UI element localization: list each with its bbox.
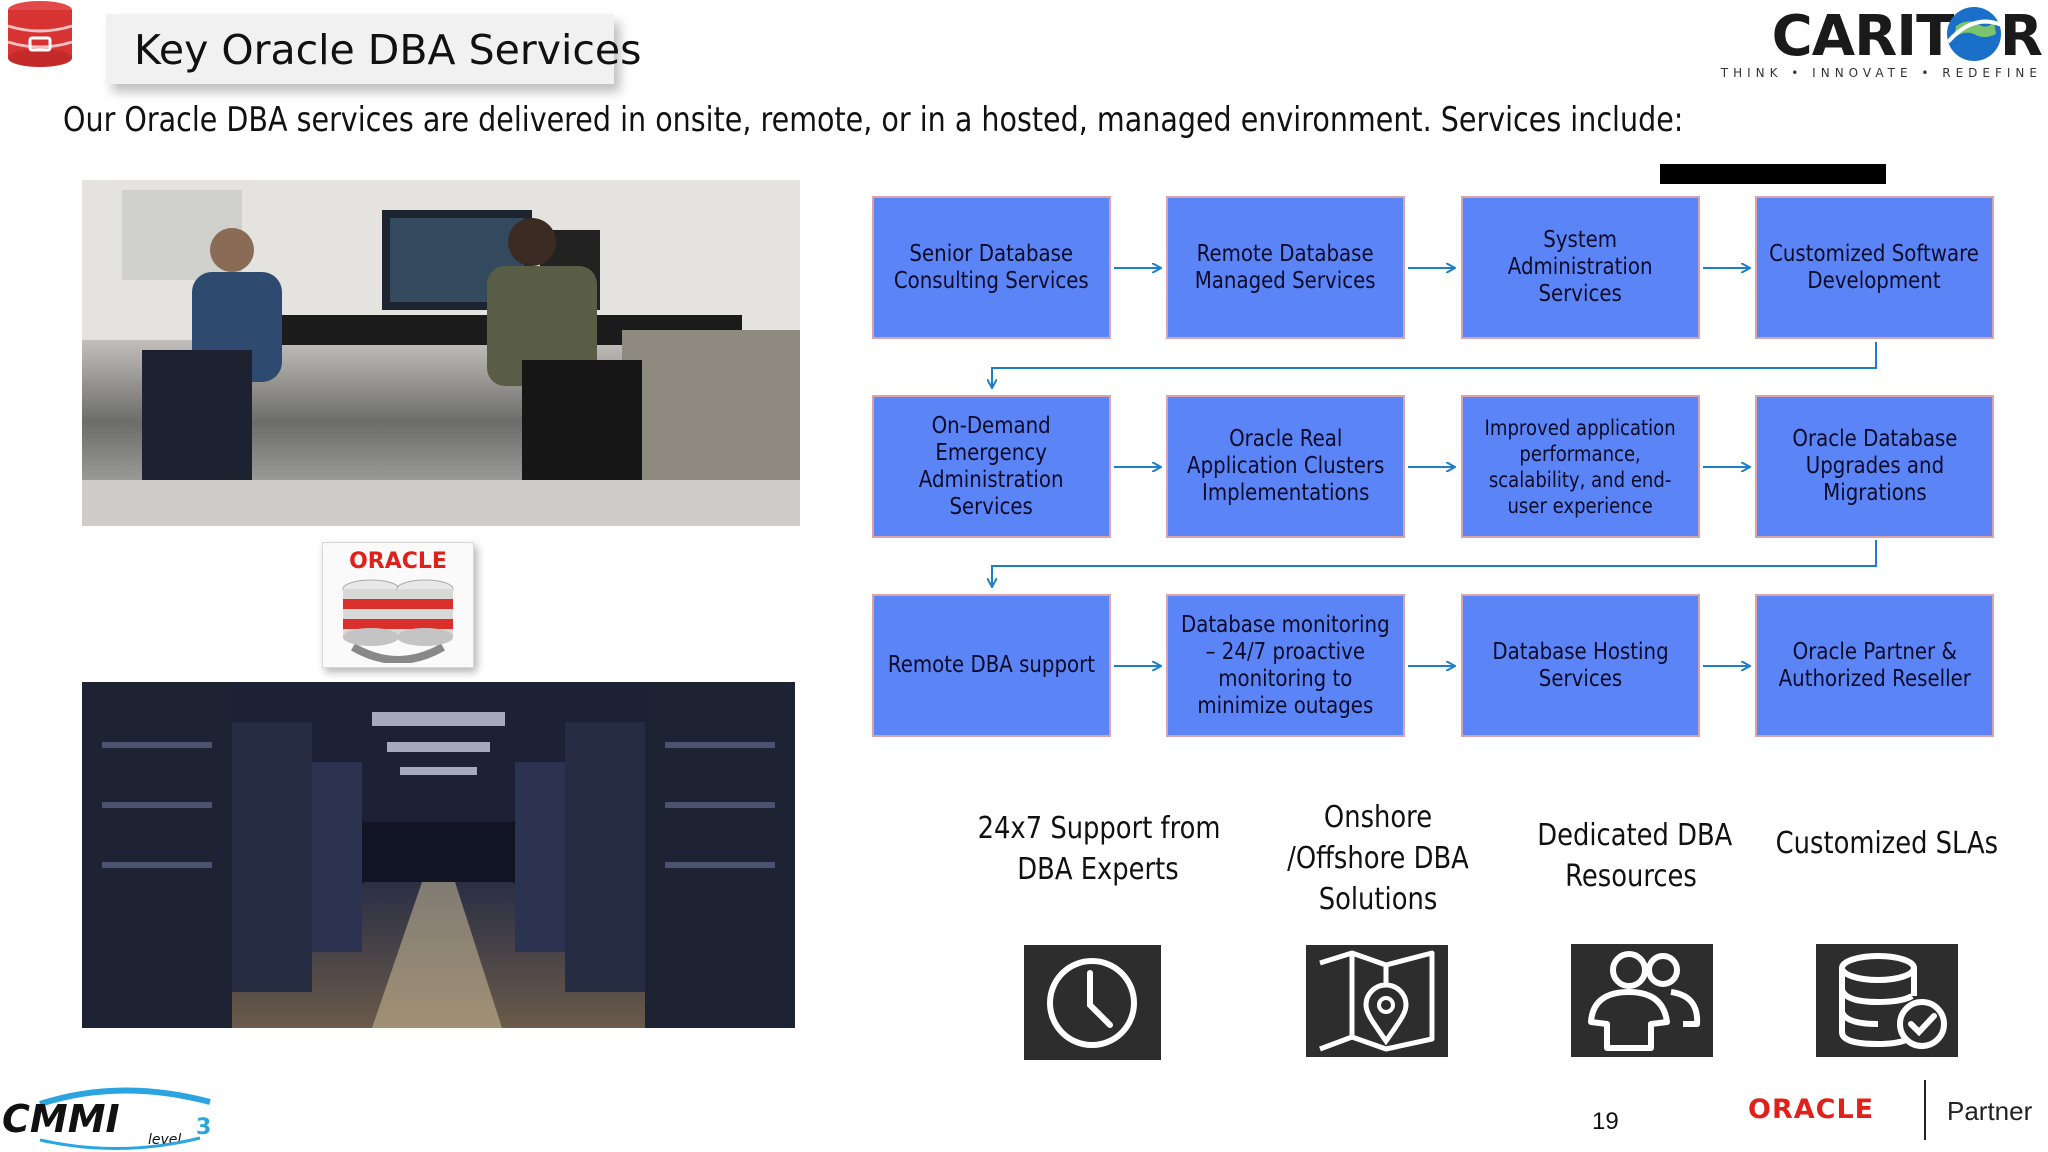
redaction-bar — [1660, 164, 1886, 184]
partner-text: Partner — [1947, 1096, 2033, 1126]
service-box-remote-dba: Remote DBA support — [872, 594, 1111, 737]
oracle-wordmark: ORACLE — [1748, 1094, 1875, 1125]
feature-tile-clock — [1024, 945, 1161, 1060]
page-number: 19 — [1592, 1108, 1619, 1135]
database-cylinders-icon — [342, 579, 454, 663]
feature-tile-users — [1571, 944, 1713, 1057]
database-icon — [7, 1, 73, 67]
cmmi-text: CMMI — [2, 1097, 120, 1141]
datacenter-photo — [82, 682, 795, 1028]
database-check-icon — [1839, 953, 1947, 1049]
feature-label-slas: Customized SLAs — [1775, 826, 1999, 861]
page-subtitle: Our Oracle DBA services are delivered in… — [63, 100, 1684, 140]
globe-icon — [1946, 7, 2004, 61]
service-box-partner-reseller: Oracle Partner &Authorized Reseller — [1755, 594, 1994, 737]
clock-icon — [1047, 958, 1137, 1048]
page-title: Key Oracle DBA Services — [134, 26, 642, 74]
service-label: Oracle Partner &Authorized Reseller — [1778, 638, 1971, 692]
feature-tile-map — [1306, 945, 1448, 1057]
office-scene — [82, 180, 800, 526]
office-photo — [82, 180, 800, 526]
emblem-oracle-text: ORACLE — [349, 549, 447, 574]
title-banner: Key Oracle DBA Services — [106, 14, 641, 84]
service-label: Remote DBA support — [887, 652, 1096, 678]
cmmi-level-number: 3 — [196, 1115, 211, 1140]
oracle-partner-logo: ORACLE Partner — [1748, 1074, 2048, 1146]
cmmi-logo: CMMI level 3 — [2, 1087, 211, 1151]
logo-divider — [1924, 1080, 1926, 1140]
caritor-tagline: THINK • INNOVATE • REDEFINE — [1720, 66, 2042, 80]
caritor-logo: CARITOR THINK • INNOVATE • REDEFINE — [1721, 2, 2048, 82]
oracle-database-emblem: ORACLE — [322, 542, 474, 668]
map-pin-icon — [1319, 950, 1435, 1052]
users-icon — [1588, 951, 1701, 1051]
feature-tile-database — [1816, 944, 1958, 1057]
datacenter-scene — [82, 682, 795, 1028]
